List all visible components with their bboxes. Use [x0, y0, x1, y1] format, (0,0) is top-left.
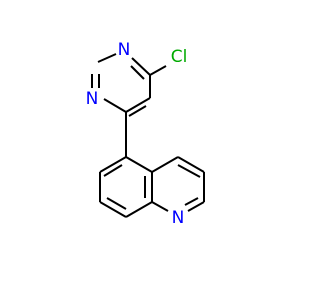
bond-c4-cl	[149, 65, 167, 76]
bond-c5-c6-inner	[128, 105, 147, 117]
bond-c4-c3	[177, 156, 205, 173]
bond-c8-c8a	[125, 201, 153, 218]
bond-c5-c6	[125, 97, 151, 113]
quinoline-pyridine-ring	[151, 156, 205, 212]
chlorine-atom-label: Cl	[171, 47, 188, 67]
quinoline-benzene-ring	[99, 156, 153, 218]
molecule-diagram: Cl N N N	[86, 40, 205, 228]
nitrogen-atom-label-quinoline: N	[172, 208, 185, 228]
nitrogen-atom-label-n3: N	[118, 40, 131, 60]
bond-c4a-c4	[151, 156, 179, 173]
bond-c7-c8-inner	[106, 197, 127, 210]
bond-c7-c8	[99, 201, 127, 218]
bond-c5-c6q-inner	[103, 164, 123, 177]
pyrimidine-ring	[91, 53, 167, 117]
nitrogen-atom-label-n1: N	[86, 89, 99, 109]
bond-n3-c4	[131, 57, 151, 76]
bond-n1q-c8a	[151, 201, 169, 212]
bond-c2-n1q-inner	[184, 197, 199, 206]
bond-c5-c6q	[99, 156, 127, 173]
bond-c6-n1	[103, 98, 127, 113]
structure-canvas: Cl N N N	[85, 40, 205, 228]
bond-c2-n3	[97, 53, 117, 63]
bond-c4-c3-inner	[177, 164, 201, 178]
bond-c2-n1q	[187, 201, 205, 212]
bond-c4a-c5	[125, 156, 153, 173]
bond-n3-c4-inner	[130, 65, 145, 80]
